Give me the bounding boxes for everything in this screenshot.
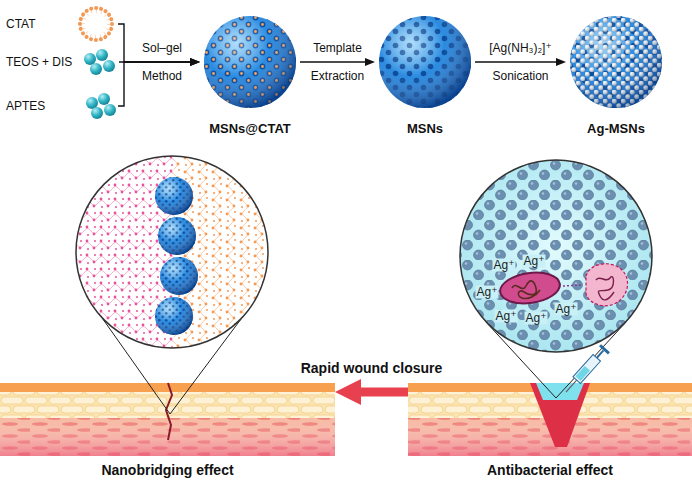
- nanobridge-zoom: [70, 150, 272, 414]
- sphere-body: [570, 16, 662, 108]
- nanoparticle-stage: MSNs@CTAT: [200, 14, 300, 138]
- zoom-ground: [460, 160, 652, 352]
- progress-arrow: [355, 388, 408, 397]
- micelle-tails: [84, 12, 109, 37]
- reactant-label: TEOS + DIS: [4, 46, 119, 78]
- closed-incision: [166, 383, 172, 440]
- sphere-shade: [158, 217, 196, 255]
- reagent-name: TEOS + DIS: [6, 55, 72, 69]
- syringe-plunger: [597, 350, 604, 357]
- antibacterial-zoom: [460, 160, 652, 398]
- syringe-needle: [566, 380, 577, 392]
- micelle-heads: [80, 8, 112, 40]
- aptes-icon: [86, 93, 116, 119]
- particle-name: MSNs@CTAT: [209, 121, 291, 136]
- damaged-dna: [596, 277, 614, 300]
- open-wound: [530, 383, 590, 447]
- sphere-pores: [158, 217, 196, 255]
- sphere-pores: [155, 297, 193, 335]
- syringe: [562, 344, 610, 396]
- process-label: Sol–gel Method: [131, 34, 193, 90]
- sphere-shade: [160, 257, 198, 295]
- ion-label: Ag⁺: [524, 312, 547, 325]
- bacterial-dna: [512, 281, 540, 299]
- sphere-shade: [155, 297, 193, 335]
- sphere-shade: [204, 16, 296, 108]
- ion-label: Ag⁺: [554, 303, 577, 316]
- tissue-networks: [70, 150, 272, 356]
- process-label: [Ag(NH₃)₂]⁺ Sonication: [475, 34, 567, 90]
- reactant-label: CTAT: [4, 8, 118, 40]
- process-arrow: [118, 62, 193, 106]
- effect-panel: Nanobridging effect: [0, 383, 335, 480]
- wound-gel: [536, 383, 584, 400]
- precursor-ball: [84, 53, 96, 65]
- effect-caption: Antibacterial effect: [487, 462, 613, 478]
- sphere-body: [155, 177, 193, 215]
- sphere-body: [160, 257, 198, 295]
- effect-panel: Antibacterial effect: [408, 383, 692, 480]
- ion-label: Ag⁺: [522, 255, 545, 268]
- dead-bacterium: [586, 264, 628, 306]
- ion-label: Ag⁺: [494, 310, 517, 323]
- ctat-micelle-icon: [80, 8, 112, 40]
- sphere-body: [204, 16, 296, 108]
- nanoparticles: [460, 160, 652, 352]
- precursor-ball: [103, 60, 115, 72]
- sphere-shade: [570, 16, 662, 108]
- precursor-ball: [98, 93, 110, 105]
- sphere-body: [379, 16, 471, 108]
- process-arrow: [475, 61, 559, 62]
- precursor-ball: [90, 63, 102, 75]
- sphere-pores: [379, 16, 471, 108]
- zoom-outline: [460, 160, 652, 352]
- sphere-shade: [379, 16, 471, 108]
- skin-left: [0, 383, 335, 456]
- reactant-label: APTES: [4, 90, 118, 122]
- silver-dots: [570, 16, 662, 108]
- bacterium: [498, 269, 562, 307]
- sphere-pores: [204, 16, 296, 108]
- particle-name: MSNs: [407, 121, 443, 136]
- nanoparticle-stage: MSNs: [375, 14, 475, 138]
- sphere-pores: [155, 177, 193, 215]
- zoom-outline: [76, 156, 268, 348]
- reagent-name: APTES: [6, 99, 45, 113]
- process-arrow: [300, 61, 368, 62]
- sphere-pores: [570, 16, 662, 108]
- precursor-ball: [96, 49, 108, 61]
- process-label: Template Extraction: [301, 34, 375, 90]
- teos-dis-icon: [84, 49, 115, 75]
- precursor-ball: [91, 107, 103, 119]
- sphere-body: [158, 217, 196, 255]
- msn-sphere: [379, 16, 471, 108]
- ag-msn-sphere: [570, 16, 662, 108]
- process-label: Rapid wound closure: [301, 360, 443, 376]
- effect-caption: Nanobridging effect: [101, 462, 233, 478]
- precursor-ball: [104, 104, 116, 116]
- kill-arrow: [563, 285, 582, 286]
- syringe-barrel: [573, 354, 601, 383]
- syringe-thumb: [599, 344, 610, 354]
- skin-right: [408, 383, 692, 456]
- sphere-shade: [155, 177, 193, 215]
- sphere-body: [155, 297, 193, 335]
- nanoparticle-stage: Ag-MSNs: [566, 14, 666, 138]
- particle-name: Ag-MSNs: [587, 121, 645, 136]
- bridging-spheres: [155, 177, 198, 335]
- ion-label: Ag⁺: [492, 259, 515, 272]
- dermis-layer: [0, 418, 335, 456]
- syringe-gel: [575, 366, 590, 381]
- sphere-pores: [160, 257, 198, 295]
- reagent-name: CTAT: [6, 17, 36, 31]
- dermis-shade: [0, 418, 335, 456]
- msn-ctat-sphere: [204, 16, 296, 108]
- ion-label: Ag⁺: [475, 286, 498, 299]
